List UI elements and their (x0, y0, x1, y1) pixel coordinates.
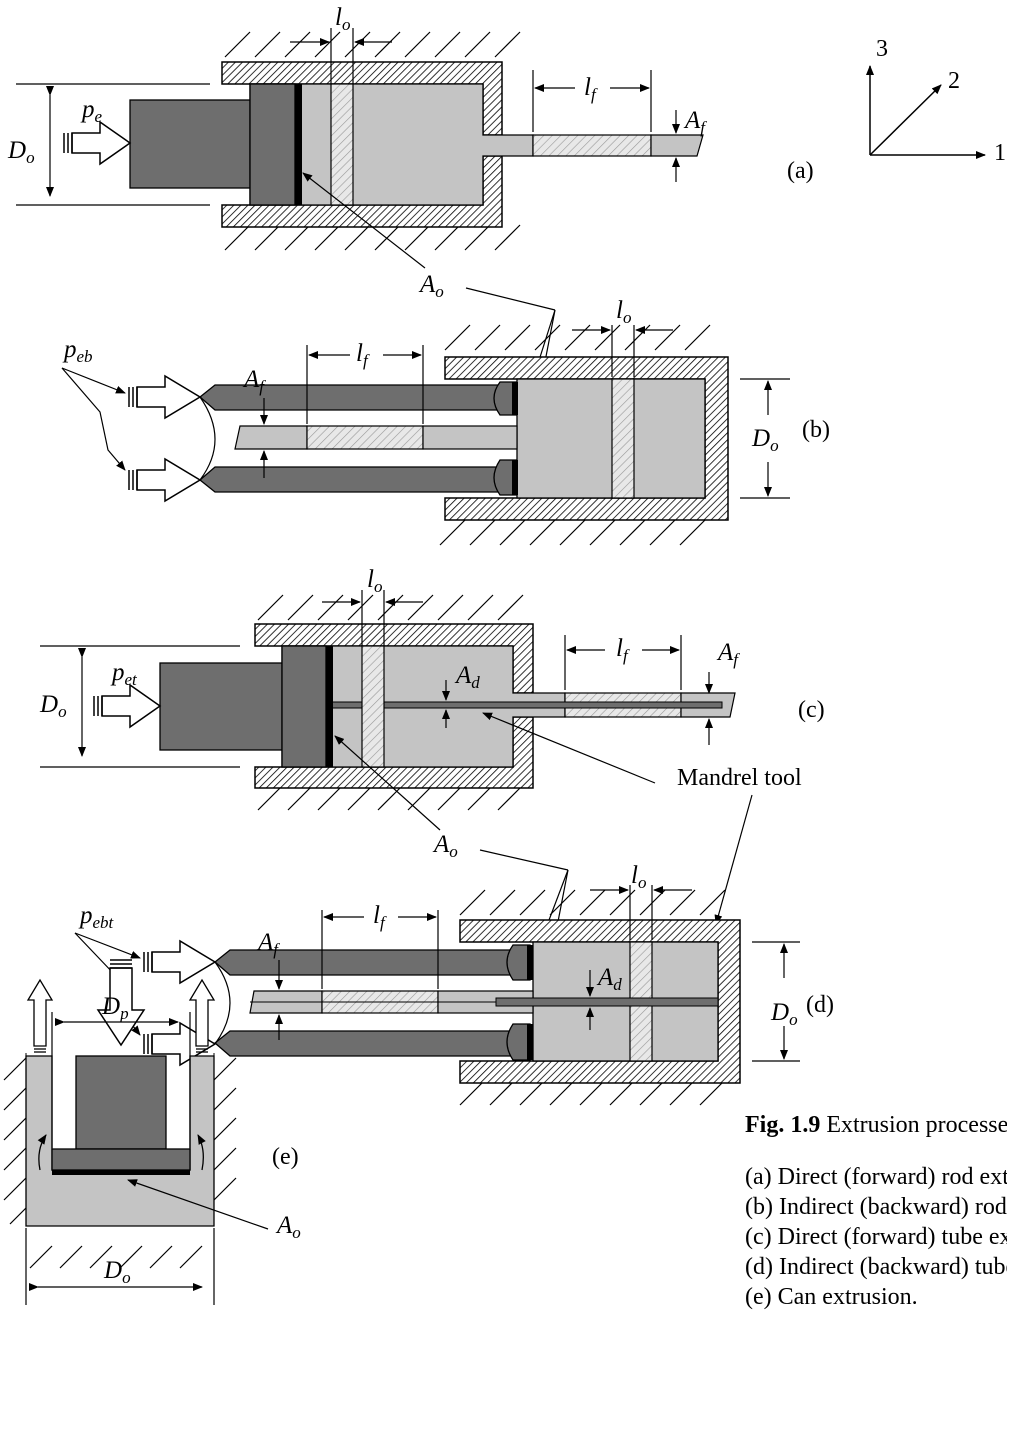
slice-b (611, 378, 635, 499)
panel-d: pebt Af lf lo Ad Do (d) (74, 862, 834, 1106)
caption-item-c: (c) Direct (forward) tube extrusion (745, 1224, 1007, 1250)
svg-text:Ad: Ad (454, 662, 480, 692)
svg-text:Do: Do (770, 999, 798, 1029)
billet-b (516, 378, 706, 499)
svg-text:Ao: Ao (275, 1212, 301, 1242)
svg-text:lf: lf (356, 340, 370, 370)
panel-a: lo lf Af Do pe (a) (7, 4, 814, 269)
panel-e: Dp Do Ao (e) (3, 959, 301, 1305)
extruded-rod-a (532, 134, 652, 157)
tag-d: (d) (806, 992, 834, 1018)
svg-text:lf: lf (616, 635, 630, 665)
svg-text:Af: Af (242, 366, 266, 396)
axis-1-label: 1 (994, 140, 1006, 166)
svg-text:lo: lo (616, 297, 631, 327)
mandrel-d (495, 997, 719, 1007)
mandrel-tool-label: Mandrel tool (677, 765, 802, 791)
coordinate-axes (866, 65, 986, 159)
ram-head-c (281, 645, 327, 768)
tag-e: (e) (272, 1144, 299, 1170)
force-arrow-d-top (151, 939, 217, 985)
svg-text:Do: Do (751, 425, 779, 455)
rod-end-a (650, 134, 704, 157)
svg-text:pebt: pebt (78, 902, 115, 932)
slice-c (361, 645, 385, 768)
panel-b: peb Af lf lo Do (b) (61, 297, 830, 546)
svg-text:lf: lf (373, 902, 387, 932)
ram-d-bottom (213, 1030, 514, 1057)
svg-text:lf: lf (584, 74, 598, 104)
tag-a: (a) (787, 158, 814, 184)
ground-ticks-a-top (224, 31, 521, 251)
svg-text:Do: Do (39, 691, 67, 721)
axis-3-label: 3 (876, 36, 888, 62)
ao-label-top: Ao (418, 271, 444, 301)
caption-item-d: (d) Indirect (backward) tube extrusion (745, 1254, 1007, 1280)
punch-base-e (51, 1148, 191, 1171)
caption-item-a: (a) Direct (forward) rod extrusion (745, 1164, 1007, 1190)
svg-text:pet: pet (110, 659, 138, 689)
tag-b: (b) (802, 417, 830, 443)
svg-text:Do: Do (7, 137, 35, 167)
force-arrow-c (101, 683, 162, 729)
axis-2-label: 2 (948, 68, 960, 94)
caption-item-b: (b) Indirect (backward) rod extrusion (745, 1194, 1007, 1220)
ram-b-top (198, 384, 501, 411)
figure-caption: Fig. 1.9 Extrusion processes (a) Direct … (745, 1110, 1007, 1312)
ram-head-a (249, 83, 296, 206)
svg-text:Af: Af (716, 639, 740, 669)
caption-title: Fig. 1.9 Extrusion processes (745, 1112, 1007, 1138)
svg-text:Do: Do (103, 1257, 131, 1287)
force-arrow-b-bottom (136, 457, 202, 503)
svg-text:pe: pe (80, 96, 103, 126)
svg-text:Af: Af (256, 929, 280, 959)
disk-a (295, 84, 302, 205)
panel-c: lo lf Af Ad Do pet (c) (39, 566, 825, 831)
extruded-rod-b (234, 425, 308, 450)
ram-c (159, 662, 283, 751)
tag-c: (c) (798, 697, 825, 723)
svg-text:Af: Af (683, 107, 707, 137)
mandrel-c (325, 701, 723, 709)
ram-a (129, 99, 251, 189)
force-arrow-d-bottom (151, 1021, 217, 1067)
svg-text:Dp: Dp (101, 993, 129, 1023)
svg-text:lo: lo (367, 566, 382, 596)
caption-item-e: (e) Can extrusion. (745, 1284, 918, 1310)
svg-text:lo: lo (335, 4, 350, 34)
ram-b-bottom (198, 466, 501, 493)
force-arrow-a (71, 120, 132, 166)
punch-e (75, 1055, 167, 1150)
force-arrow-b-top (136, 374, 202, 420)
svg-text:lo: lo (631, 862, 646, 892)
svg-text:Ad: Ad (596, 964, 622, 994)
slice-a (330, 83, 354, 206)
ao-label-mid: Ao (432, 831, 458, 861)
svg-text:peb: peb (62, 336, 93, 366)
